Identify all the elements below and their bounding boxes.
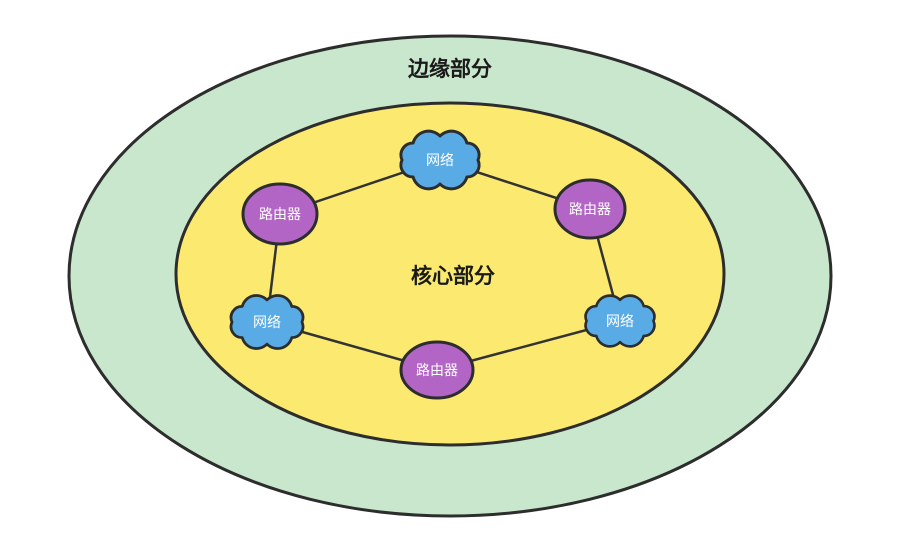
node-label: 路由器	[259, 206, 301, 222]
node-router-right: 路由器	[553, 178, 627, 240]
node-label: 网络	[253, 314, 281, 330]
node-label: 网络	[426, 152, 454, 168]
node-router-bottom: 路由器	[399, 340, 475, 400]
node-network-top: 网络	[399, 129, 481, 191]
node-network-right: 网络	[584, 294, 656, 348]
node-label: 路由器	[416, 362, 458, 378]
node-label: 路由器	[569, 201, 611, 217]
router-ellipse-icon	[399, 340, 475, 400]
node-router-left: 路由器	[241, 182, 319, 246]
node-network-left: 网络	[229, 294, 305, 350]
node-label: 网络	[606, 313, 634, 329]
outer-region-label: 边缘部分	[408, 57, 492, 81]
router-ellipse-icon	[241, 182, 319, 246]
router-ellipse-icon	[553, 178, 627, 240]
inner-region-label: 核心部分	[411, 264, 495, 288]
